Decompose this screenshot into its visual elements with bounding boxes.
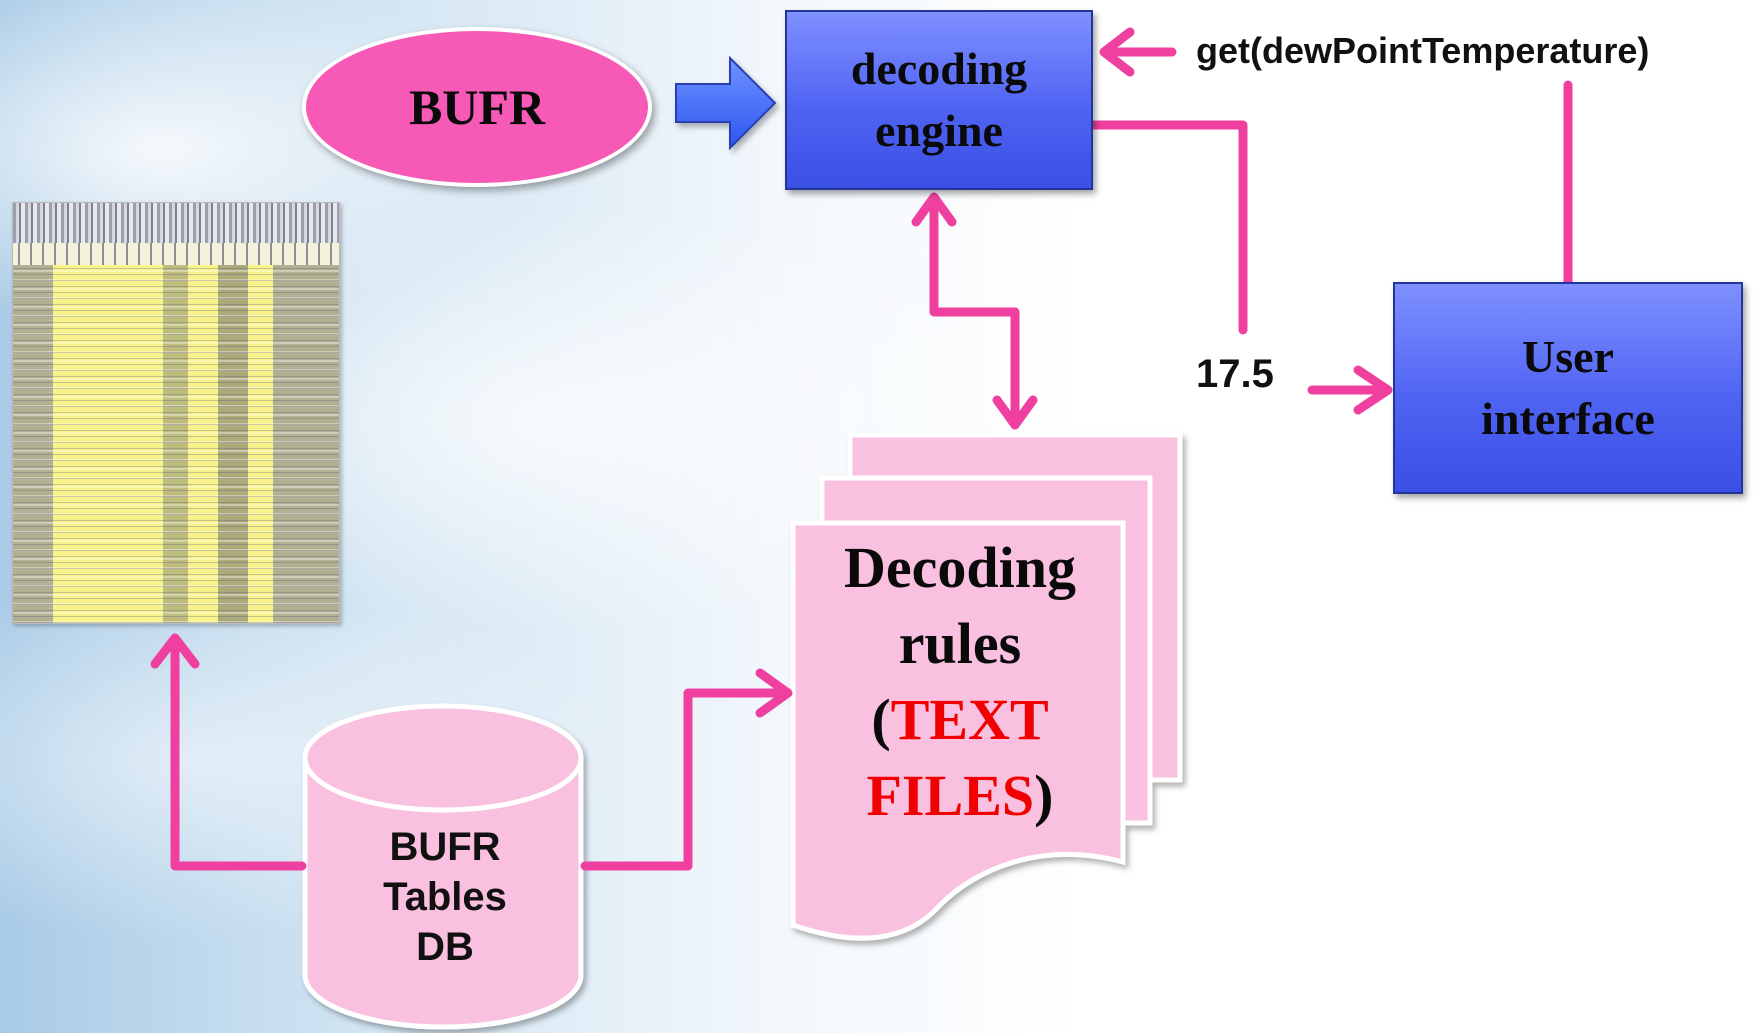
rules-text-files-line1: (TEXT [871, 687, 1049, 752]
result-arrow-head [1353, 365, 1393, 415]
rules-text-files-line2: FILES) [866, 763, 1054, 828]
rules-text-highlight: TEXT [890, 687, 1049, 752]
decoding-rules-document-stack [790, 432, 1183, 941]
request-arrow-head [1099, 27, 1135, 77]
bufr-source-ellipse: BUFR [302, 27, 652, 187]
decoding-engine-line2: engine [875, 105, 1003, 156]
db-to-spreadsheet-connector [170, 635, 307, 871]
request-label: get(dewPointTemperature) [1196, 30, 1650, 71]
db-line2: Tables [383, 875, 507, 919]
result-value-label: 17.5 [1196, 352, 1274, 396]
engine-rules-connector [929, 197, 1020, 425]
spreadsheet-arrow-head [150, 633, 200, 669]
thumbnail-body [13, 265, 339, 623]
document-page-front [790, 520, 1126, 941]
engine-arrow-head [911, 192, 957, 227]
database-cylinder [302, 703, 584, 1030]
rules-word-decoding: Decoding [844, 535, 1076, 600]
result-line [1088, 120, 1248, 335]
thumbnail-subheader [13, 243, 339, 265]
rules-word-rules: rules [898, 611, 1022, 676]
rules-arrow-head [992, 395, 1038, 430]
decoding-engine-line1: decoding [850, 43, 1028, 94]
user-interface-line2: interface [1481, 393, 1655, 444]
thumbnail-rows [13, 265, 339, 623]
rules-files-highlight: FILES [866, 763, 1035, 828]
decoding-engine-box: decoding engine [785, 10, 1093, 190]
user-interface-line1: User [1522, 331, 1614, 382]
blue-input-arrow [675, 55, 777, 151]
db-line3: DB [416, 925, 474, 969]
db-to-rules-connector [580, 688, 787, 871]
user-interface-box: User interface [1393, 282, 1743, 494]
thumbnail-header [13, 203, 339, 243]
db-line1: BUFR [389, 825, 501, 869]
bufr-tables-db-label: BUFR Tables DB [305, 822, 585, 972]
spreadsheet-thumbnail [12, 202, 340, 624]
rules-input-arrow-head [755, 668, 793, 718]
decoding-rules-label: Decoding rules (TEXT FILES) [800, 530, 1120, 834]
bufr-source-label: BUFR [408, 79, 546, 135]
